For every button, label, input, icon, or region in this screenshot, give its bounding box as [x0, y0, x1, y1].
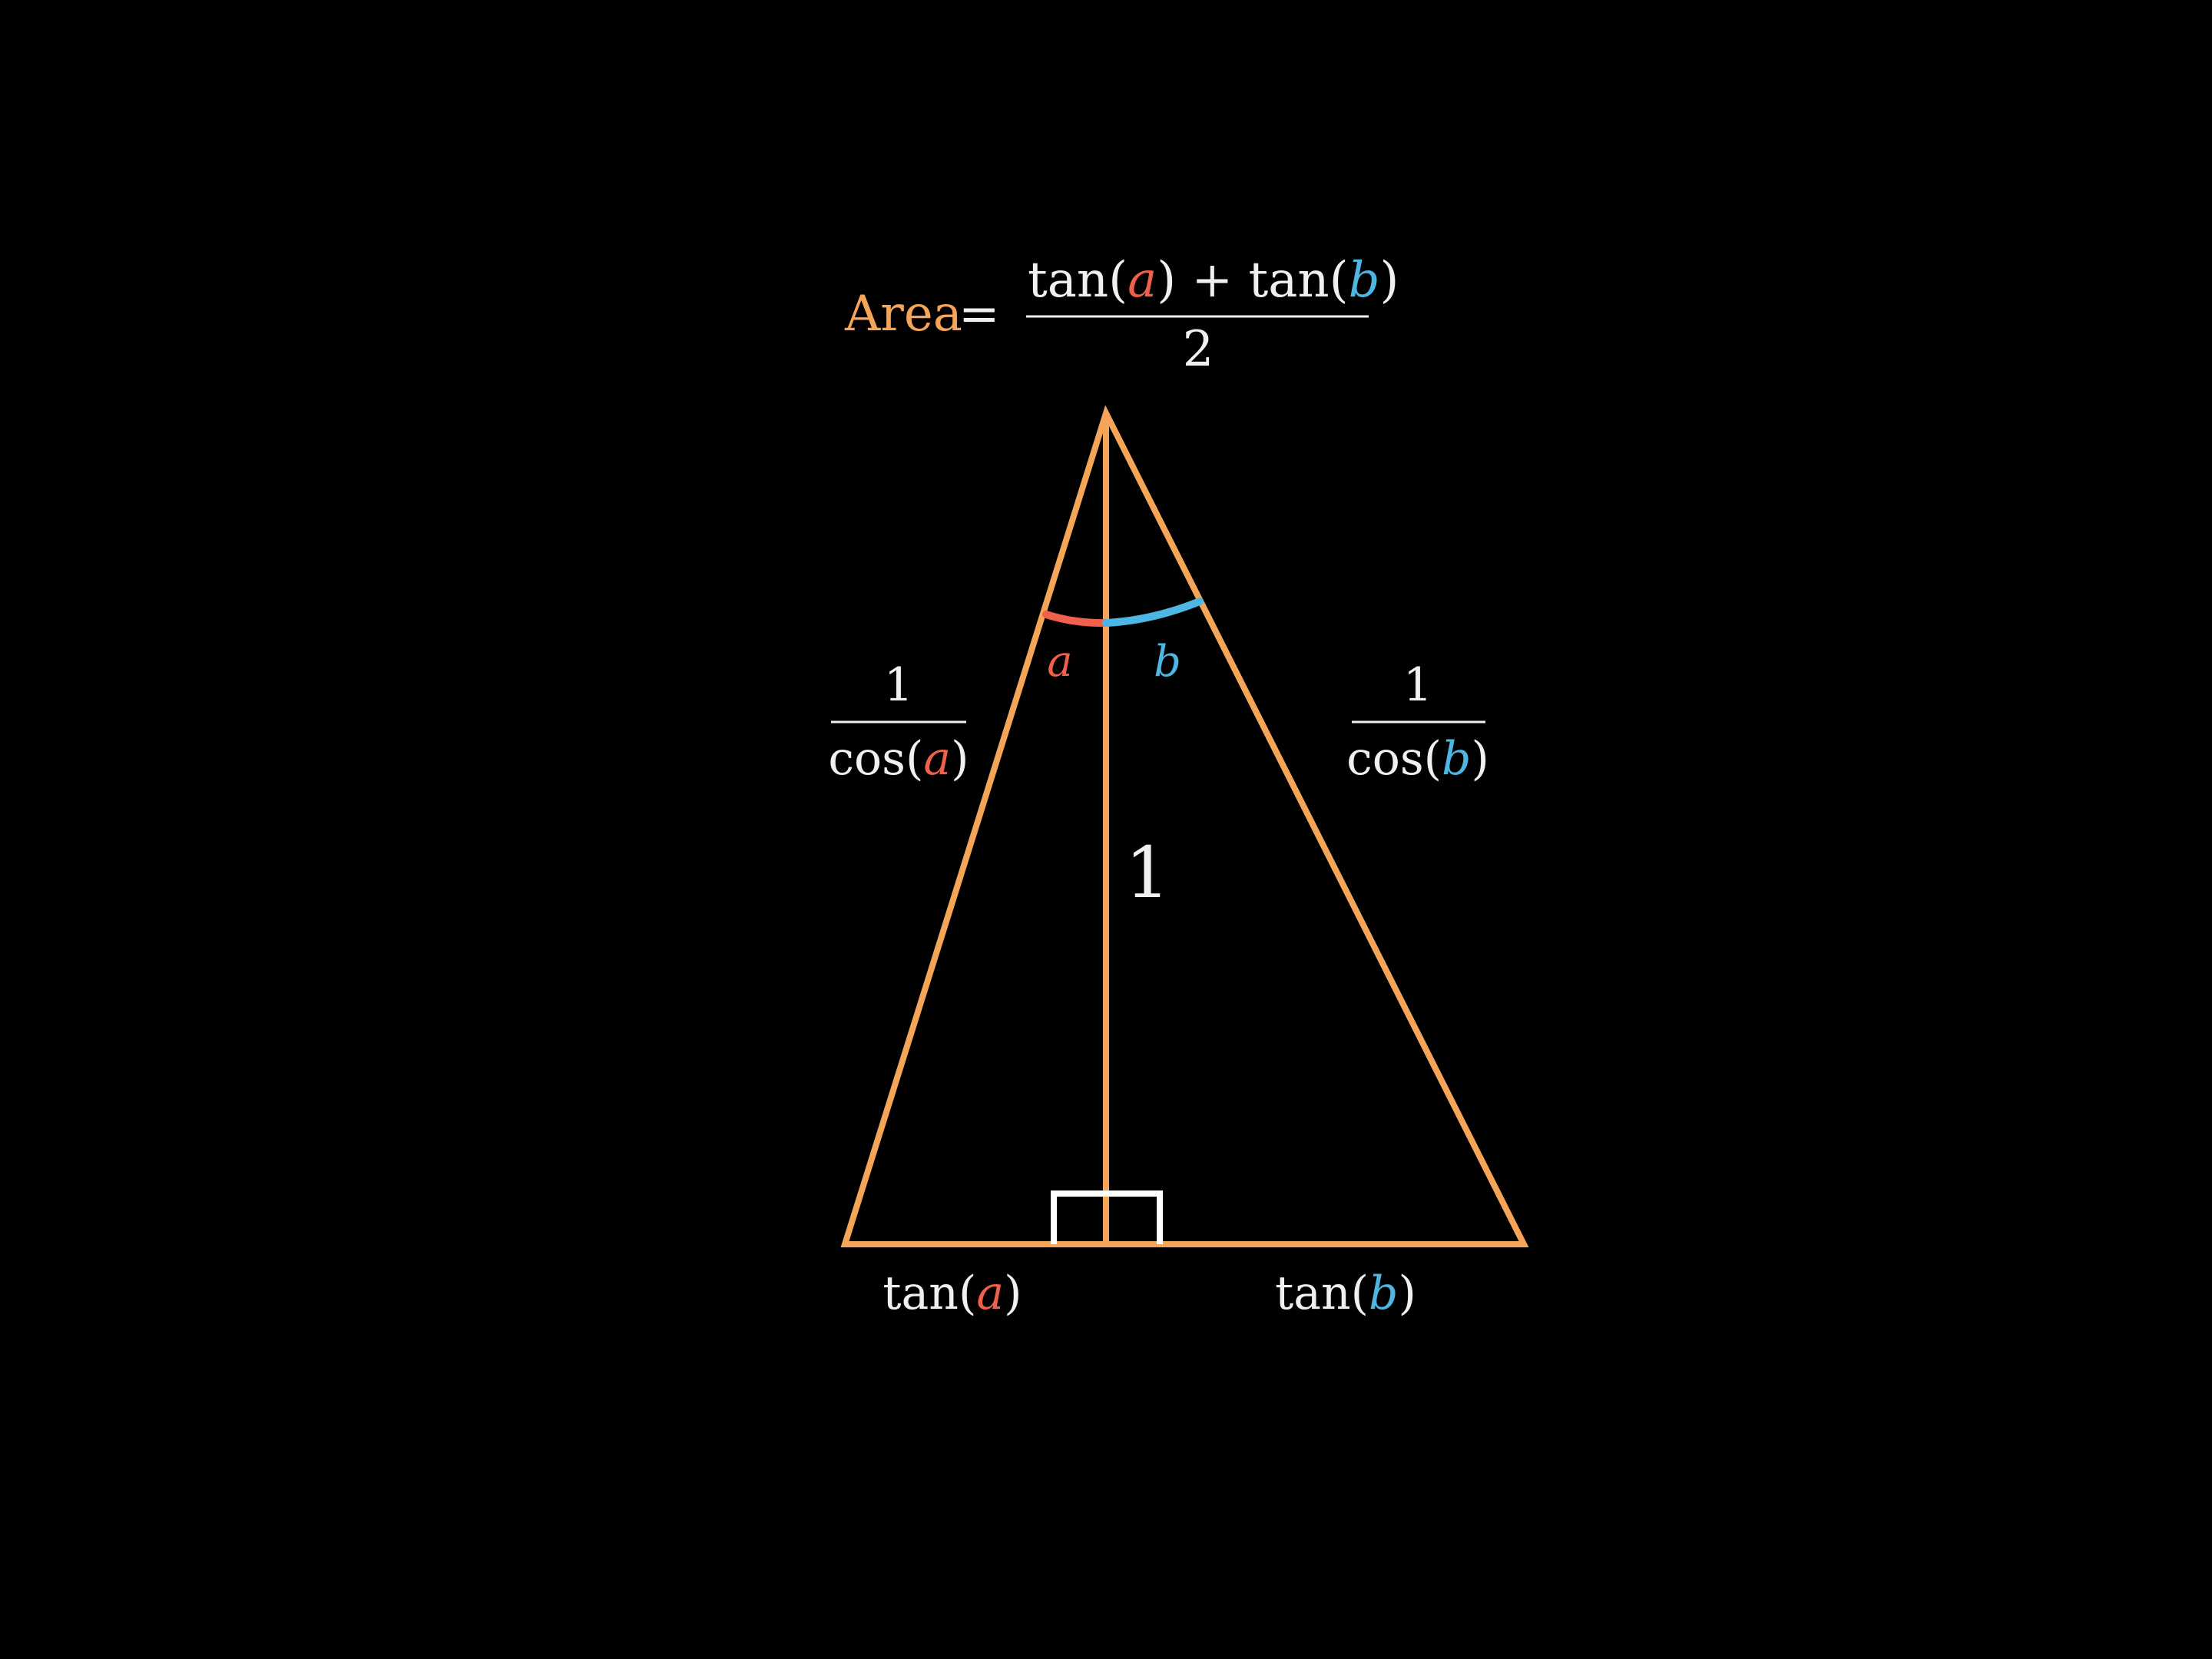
base-right-suffix: ): [1398, 1267, 1416, 1320]
right-side-den-prefix: cos(: [1346, 732, 1442, 786]
base-right-label: tan(b): [1275, 1267, 1416, 1320]
right-side-denominator: cos(b): [1346, 732, 1489, 786]
base-right-prefix: tan(: [1275, 1267, 1369, 1320]
angle-b-arc: [1102, 598, 1204, 627]
right-side-den-var: b: [1442, 732, 1471, 786]
left-side-den-var: a: [923, 732, 951, 786]
angle-a-label: a: [1047, 637, 1072, 687]
formula-lhs: Area: [844, 286, 962, 343]
left-side-denominator: cos(a): [828, 732, 969, 786]
base-left-var: a: [976, 1267, 1004, 1320]
angle-b-label: b: [1154, 637, 1181, 687]
angle-a-arc: [1042, 611, 1110, 628]
numerator-var-a: a: [1128, 252, 1157, 309]
numerator-close: ): [1380, 252, 1399, 309]
left-side-numerator: 1: [884, 658, 913, 712]
height-label: 1: [1125, 832, 1171, 914]
formula-denominator: 2: [1183, 321, 1214, 378]
numerator-var-b: b: [1349, 252, 1380, 309]
triangle-outline: [840, 405, 1529, 1247]
formula-equals: =: [959, 286, 1000, 343]
right-angle-marker: [1051, 1190, 1163, 1244]
right-side-numerator: 1: [1403, 658, 1432, 712]
numerator-plus-tan-b-prefix: ) + tan(: [1157, 252, 1348, 309]
left-side-den-prefix: cos(: [828, 732, 923, 786]
triangle: [840, 405, 1529, 1247]
numerator-tan-a-prefix: tan(: [1028, 252, 1128, 309]
formula-numerator: tan(a) + tan(b): [1028, 252, 1399, 309]
base-left-suffix: ): [1004, 1267, 1022, 1320]
right-side-label: 1 cos(b): [1346, 658, 1489, 786]
left-side-label: 1 cos(a): [828, 658, 969, 786]
base-left-prefix: tan(: [882, 1267, 976, 1320]
base-left-label: tan(a): [882, 1267, 1022, 1320]
base-right-var: b: [1369, 1267, 1398, 1320]
left-side-den-suffix: ): [951, 732, 969, 786]
area-formula: Area = tan(a) + tan(b) 2: [844, 252, 1399, 378]
right-side-den-suffix: ): [1471, 732, 1488, 786]
